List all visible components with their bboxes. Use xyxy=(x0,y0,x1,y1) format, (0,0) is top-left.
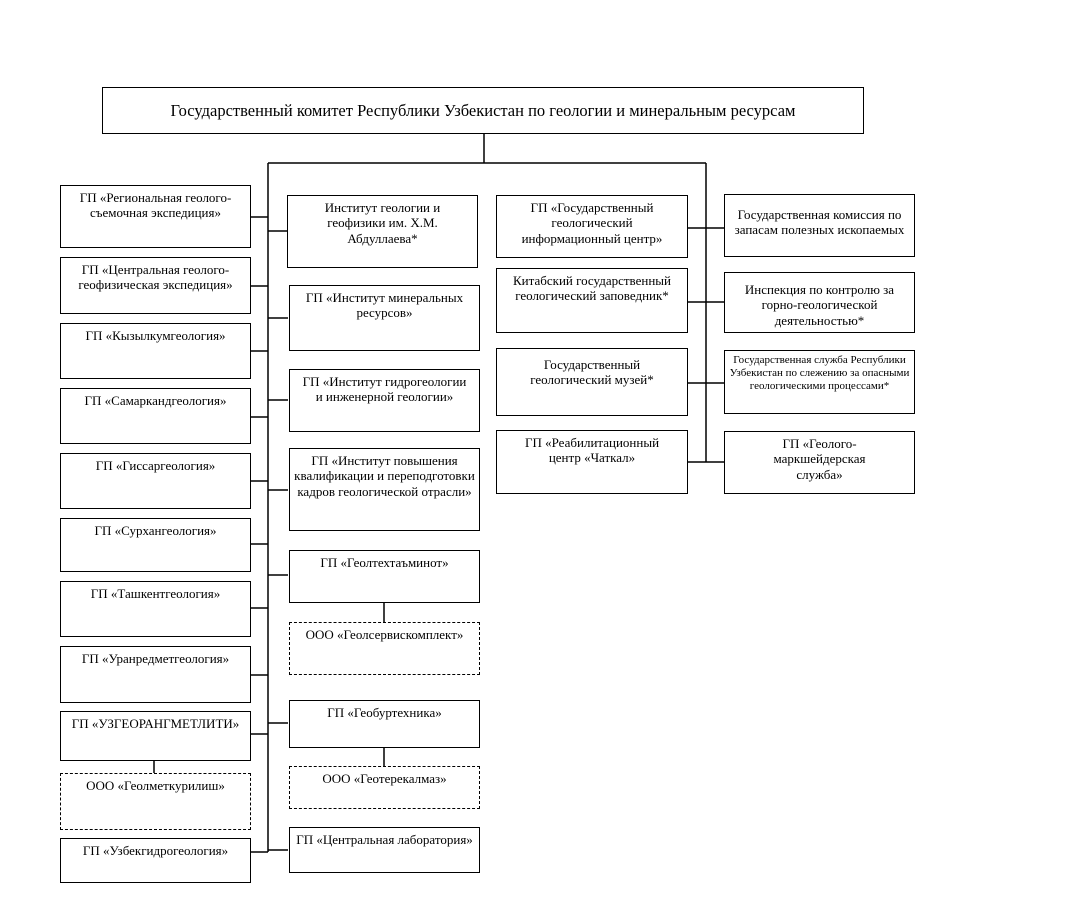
col1-box: ГП «Самаркандгеология» xyxy=(60,388,251,444)
col2-dashed-box: ООО «Геолсервискомплект» xyxy=(289,622,480,675)
col1-box: ГП «Центральная геолого-геофизическая эк… xyxy=(60,257,251,314)
col4-box: Государственная комиссия по запасам поле… xyxy=(724,194,915,257)
col1-box: ГП «Региональная геолого-съемочная экспе… xyxy=(60,185,251,248)
col1-box: ГП «Кызылкумгеология» xyxy=(60,323,251,379)
col3-box: ГП «Государственный геологический информ… xyxy=(496,195,688,258)
col3-box: Китабский государственный геологический … xyxy=(496,268,688,333)
col1-dashed-box: ООО «Геолметкурилиш» xyxy=(60,773,251,830)
col2-box: ГП «Институт минеральных ресурсов» xyxy=(289,285,480,351)
col4-box: Инспекция по контролю за горно-геологиче… xyxy=(724,272,915,333)
root-committee-box: Государственный комитет Республики Узбек… xyxy=(102,87,864,134)
col1-box: ГП «Уранредметгеология» xyxy=(60,646,251,703)
col3-box: ГП «Реабилитационный центр «Чаткал» xyxy=(496,430,688,494)
col4-box: ГП «Геолого-маркшейдерская служба» xyxy=(724,431,915,494)
col3-box: Государственный геологический музей* xyxy=(496,348,688,416)
col2-box: ГП «Институт гидрогеологии и инженерной … xyxy=(289,369,480,432)
col1-box: ГП «Ташкентгеология» xyxy=(60,581,251,637)
col2-box: ГП «Геолтехтаъминот» xyxy=(289,550,480,603)
col1-box: ГП «Узбекгидрогеология» xyxy=(60,838,251,883)
col2-box: ГП «Институт повышения квалификации и пе… xyxy=(289,448,480,531)
col1-box: ГП «УЗГЕОРАНГМЕТЛИТИ» xyxy=(60,711,251,761)
col2-box: ГП «Геобуртехника» xyxy=(289,700,480,748)
col4-box: Государственная служба Республики Узбеки… xyxy=(724,350,915,414)
col1-box: ГП «Гиссаргеология» xyxy=(60,453,251,509)
col2-box: ГП «Центральная лаборатория» xyxy=(289,827,480,873)
col2-dashed-box: ООО «Геотерекалмаз» xyxy=(289,766,480,809)
col2-box: Институт геологии и геофизики им. Х.М. А… xyxy=(287,195,478,268)
col1-box: ГП «Сурхангеология» xyxy=(60,518,251,572)
